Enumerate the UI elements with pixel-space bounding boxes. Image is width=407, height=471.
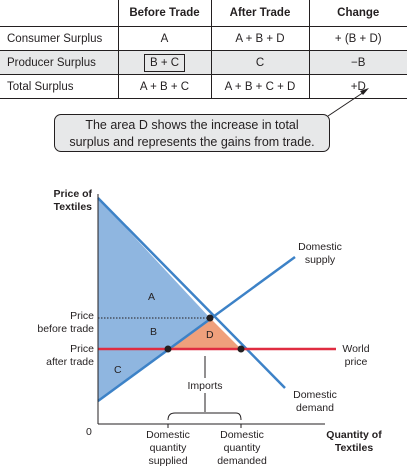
surplus-table: Before Trade After Trade Change Consumer… bbox=[0, 0, 407, 99]
x-axis-label-line-2: Textiles bbox=[334, 442, 374, 454]
cell-change: + (B + D) bbox=[308, 26, 407, 51]
callout-arrow bbox=[327, 88, 369, 117]
table-row-total-surplus: Total Surplus A + B + C A + B + C + D +D bbox=[0, 74, 407, 99]
area-d bbox=[168, 318, 241, 349]
imports-label: Imports bbox=[187, 380, 223, 392]
y-axis-label-line-2: Textiles bbox=[53, 201, 92, 213]
callout-line-2: surplus and represents the gains from tr… bbox=[69, 135, 315, 149]
cell-before: B + C bbox=[117, 50, 211, 75]
x-axis-label: Quantity of Textiles bbox=[318, 429, 390, 455]
price-before-trade-label: Price before trade bbox=[20, 310, 94, 336]
domestic-supply-line bbox=[97, 255, 296, 403]
area-d-label: D bbox=[206, 329, 214, 341]
row-label: Consumer Surplus bbox=[0, 26, 118, 51]
cell-change: +D bbox=[308, 74, 407, 99]
quantity-supplied-point bbox=[164, 345, 172, 353]
price-after-trade-label: Price after trade bbox=[20, 343, 94, 369]
supply-label-line-1: Domestic bbox=[298, 241, 342, 253]
quantity-supplied-line-2: quantity bbox=[149, 442, 187, 454]
row-label: Total Surplus bbox=[0, 74, 118, 99]
origin-label: 0 bbox=[86, 426, 92, 438]
world-price-line-2: price bbox=[344, 356, 368, 368]
price-after-line-2: after trade bbox=[46, 356, 94, 368]
domestic-supply-label: Domestic supply bbox=[285, 241, 355, 267]
price-before-line-1: Price bbox=[70, 310, 94, 322]
quantity-demanded-label: Domestic quantity demanded bbox=[207, 429, 277, 468]
row-label: Producer Surplus bbox=[0, 50, 118, 75]
table-row-producer-surplus: Producer Surplus B + C C −B bbox=[0, 50, 407, 75]
quantity-supplied-label: Domestic quantity supplied bbox=[134, 429, 202, 468]
quantity-demanded-line-3: demanded bbox=[217, 455, 267, 467]
demand-label-line-1: Domestic bbox=[293, 389, 337, 401]
supply-label-line-2: supply bbox=[304, 254, 336, 266]
imports-bracket bbox=[167, 356, 242, 421]
y-axis-label: Price of Textiles bbox=[30, 188, 92, 214]
price-before-line-2: before trade bbox=[37, 323, 94, 335]
cell-after: C bbox=[210, 50, 309, 75]
table-row-consumer-surplus: Consumer Surplus A A + B + D + (B + D) bbox=[0, 26, 407, 51]
area-a-label: A bbox=[148, 291, 156, 303]
callout-line-1: The area D shows the increase in total bbox=[85, 118, 299, 132]
area-b-label: B bbox=[150, 326, 158, 338]
column-header-change: Change bbox=[308, 0, 407, 27]
world-price-line-1: World bbox=[342, 343, 370, 355]
callout-box: The area D shows the increase in total s… bbox=[54, 114, 330, 152]
x-axis-label-line-1: Quantity of bbox=[326, 429, 382, 441]
domestic-demand-line bbox=[97, 197, 286, 389]
quantity-demanded-line-1: Domestic bbox=[220, 429, 264, 441]
price-after-line-1: Price bbox=[70, 343, 94, 355]
area-c-label: C bbox=[114, 364, 122, 376]
column-header-before: Before Trade bbox=[117, 0, 211, 27]
world-price-label: World price bbox=[337, 343, 375, 369]
cell-after: A + B + C + D bbox=[210, 74, 309, 99]
area-b bbox=[98, 318, 210, 349]
quantity-demanded-point bbox=[237, 345, 245, 353]
demand-label-line-2: demand bbox=[296, 402, 334, 414]
y-axis-label-line-1: Price of bbox=[53, 188, 92, 200]
table-header: Before Trade After Trade Change bbox=[0, 0, 407, 27]
cell-before: A bbox=[117, 26, 211, 51]
cell-before: A + B + C bbox=[117, 74, 211, 99]
cell-change: −B bbox=[308, 50, 407, 75]
quantity-demanded-line-2: quantity bbox=[223, 442, 261, 454]
quantity-supplied-line-3: supplied bbox=[148, 455, 188, 467]
column-header-after: After Trade bbox=[210, 0, 309, 27]
equilibrium-point bbox=[206, 314, 214, 322]
domestic-demand-label: Domestic demand bbox=[280, 389, 350, 415]
cell-after: A + B + D bbox=[210, 26, 309, 51]
boxed-value: B + C bbox=[143, 53, 186, 72]
quantity-supplied-line-1: Domestic bbox=[146, 429, 190, 441]
